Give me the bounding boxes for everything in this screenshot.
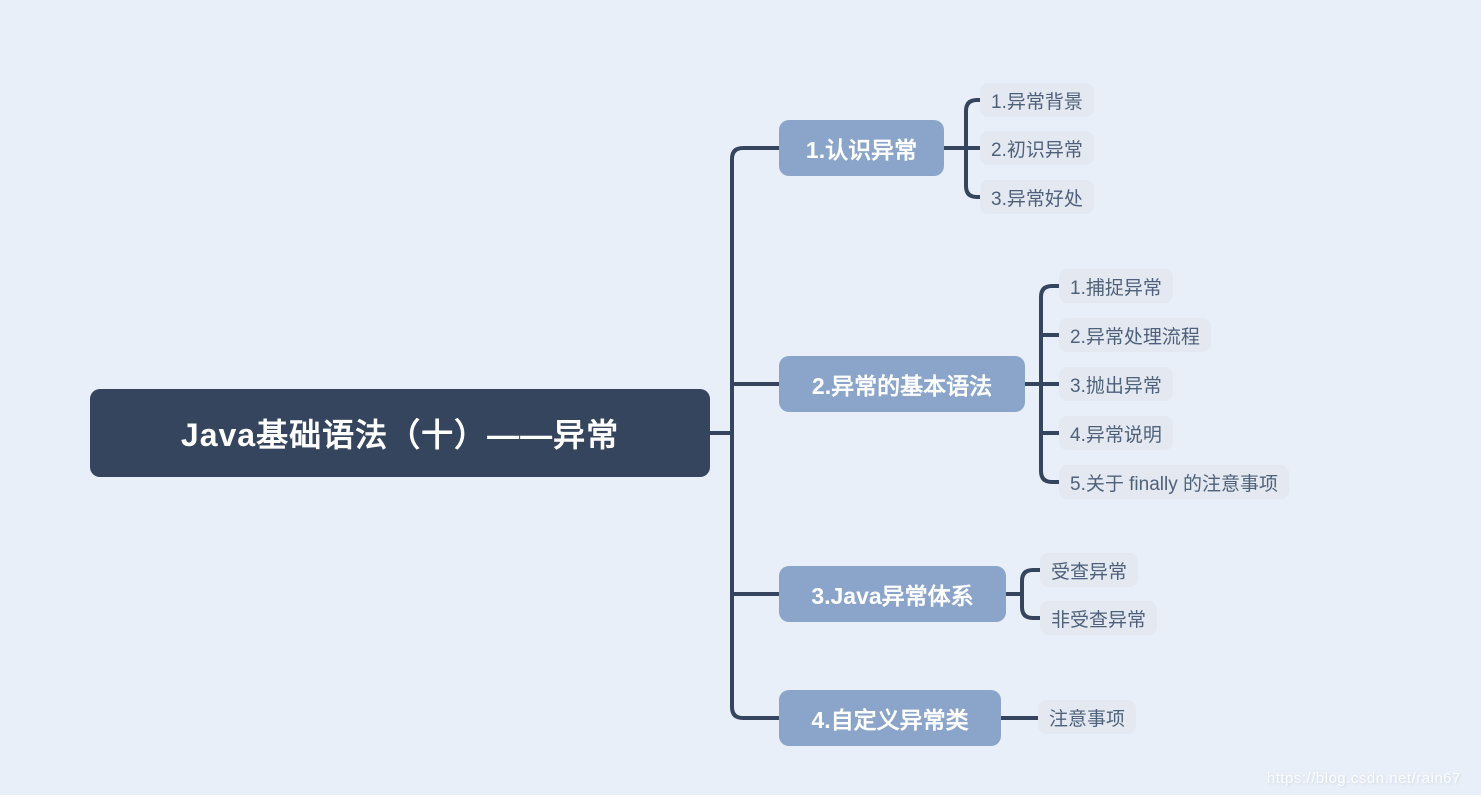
leaf-node[interactable]: 受查异常 [1040,553,1139,587]
leaf-node[interactable]: 非受查异常 [1040,601,1158,635]
connector-main-trunk [730,146,781,720]
branch-node-1[interactable]: 1.认识异常 [779,120,944,176]
leaf-node[interactable]: 3.异常好处 [980,180,1094,214]
leaf-node[interactable]: 1.异常背景 [980,83,1094,117]
leaf-node[interactable]: 1.捕捉异常 [1059,269,1173,303]
branch-node-3[interactable]: 3.Java异常体系 [779,566,1006,622]
leaf-node[interactable]: 2.异常处理流程 [1059,318,1211,352]
branch-node-2[interactable]: 2.异常的基本语法 [779,356,1025,412]
leaf-node[interactable]: 2.初识异常 [980,131,1094,165]
leaf-node[interactable]: 3.抛出异常 [1059,367,1173,401]
leaf-node[interactable]: 4.异常说明 [1059,416,1173,450]
branch-node-4[interactable]: 4.自定义异常类 [779,690,1001,746]
root-node[interactable]: Java基础语法（十）——异常 [90,389,710,477]
connector-b3-trunk [1020,568,1042,620]
connector-b2-trunk [1039,284,1061,484]
leaf-node[interactable]: 注意事项 [1038,700,1137,734]
watermark-url: https://blog.csdn.net/rain67 [1266,770,1461,787]
leaf-node[interactable]: 5.关于 finally 的注意事项 [1059,465,1289,499]
connector-b1-trunk [964,98,982,199]
page-bottom-edge [0,795,1481,799]
